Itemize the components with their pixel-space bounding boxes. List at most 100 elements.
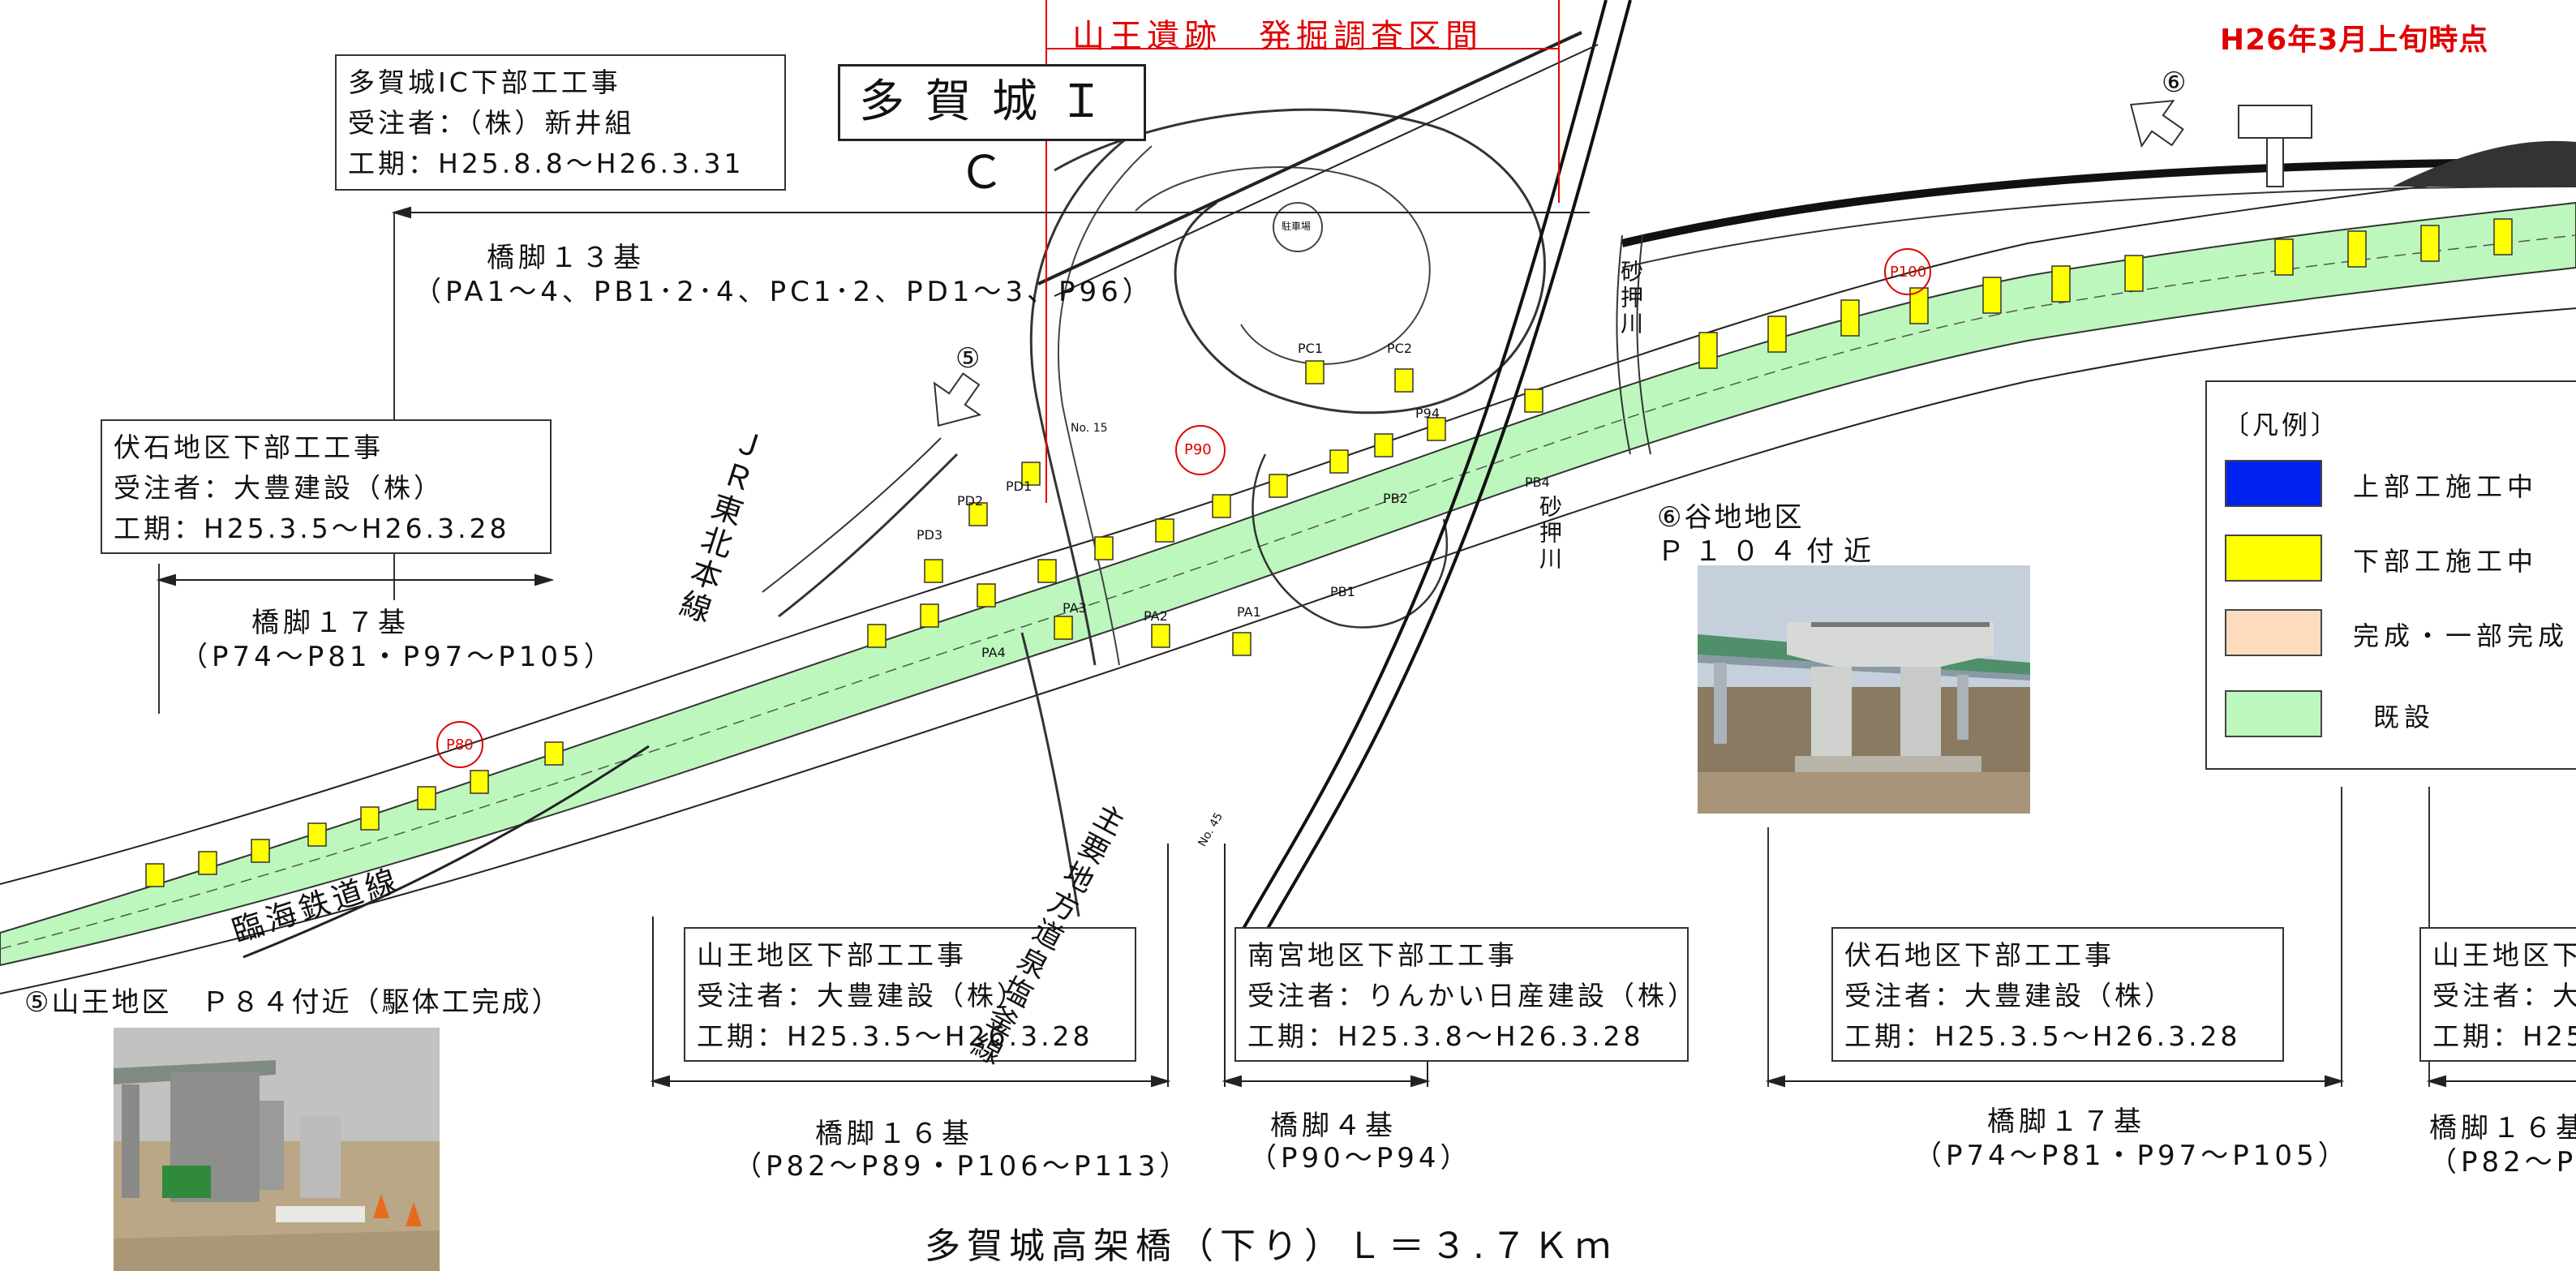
ic-ramp-loop-outer bbox=[1054, 108, 1546, 414]
pier-label-pd3: PD3 bbox=[917, 527, 943, 543]
footer-title: 多賀城高架橋（下り）Ｌ＝３.７Ｋｍ bbox=[925, 1226, 1617, 1267]
dim-arrow bbox=[391, 206, 411, 219]
contract-period: 工期：H25.3.5～H26.3.28 bbox=[697, 1020, 1093, 1052]
contract-period: 工期：H25.3.8～H26.3.28 bbox=[1247, 1020, 1644, 1052]
pier-count-17-top: 橋脚１７基 bbox=[251, 607, 410, 639]
rinkai-track bbox=[243, 745, 650, 959]
pier-count-16: 橋脚１６基 bbox=[815, 1118, 973, 1150]
piers-under-construction bbox=[145, 218, 2513, 887]
pier-marker bbox=[920, 603, 939, 628]
ic-circle bbox=[1273, 202, 1323, 252]
pier-marker bbox=[1909, 287, 1929, 324]
pier-marker bbox=[1212, 494, 1231, 518]
contract-contractor: 受注者：大 bbox=[2432, 980, 2576, 1011]
dim-arrow bbox=[1765, 1075, 1785, 1088]
direction-6-label: ⑥ bbox=[2162, 67, 2191, 99]
pier-label-pc1: PC1 bbox=[1298, 341, 1323, 356]
coastal-road bbox=[1621, 158, 2576, 247]
legend-title: 〔凡例〕 bbox=[2223, 410, 2341, 440]
pier-label-pb4: PB4 bbox=[1525, 474, 1550, 490]
direction-5-label: ⑤ bbox=[955, 342, 985, 375]
dim-arrow bbox=[650, 1075, 670, 1088]
gate-post bbox=[2266, 137, 2284, 187]
pier-marker bbox=[2493, 218, 2513, 255]
p80-circle bbox=[436, 721, 483, 768]
legend-label-superstructure: 上部工施工中 bbox=[2353, 471, 2539, 502]
prefectural-road-track bbox=[1020, 632, 1080, 917]
pier-marker bbox=[360, 806, 380, 831]
pier-marker bbox=[2274, 238, 2294, 276]
pier-marker bbox=[307, 822, 327, 847]
dim-arrow bbox=[2426, 1075, 2446, 1088]
legend-swatch-completed bbox=[2225, 609, 2322, 656]
contract-contractor: 受注者：大豊建設（株） bbox=[697, 980, 1027, 1011]
pier-count-4: 橋脚４基 bbox=[1270, 1110, 1397, 1142]
road-edge-lower bbox=[0, 307, 2576, 994]
pier-marker bbox=[1232, 632, 1252, 656]
pier-marker bbox=[1054, 616, 1073, 640]
pier-label-p94: P94 bbox=[1415, 406, 1440, 421]
pier-marker bbox=[1094, 536, 1114, 560]
contract-period: 工期：H25 bbox=[2432, 1020, 2576, 1052]
jr-line-track-2 bbox=[1239, 0, 1608, 934]
photo-p84-image bbox=[114, 1028, 440, 1271]
photo6-caption-1: ⑥谷地地区 bbox=[1657, 501, 1805, 534]
pier-marker bbox=[1037, 559, 1057, 583]
pier-marker bbox=[1394, 368, 1414, 393]
pier-label-pa4: PA4 bbox=[981, 645, 1006, 660]
gate-ramp bbox=[2393, 140, 2576, 187]
contract-box-minamimiya: 南宮地区下部工工事 受注者：りんかい日産建設（株） 工期：H25.3.8～H26… bbox=[1234, 927, 1698, 1062]
pier-marker bbox=[1155, 518, 1174, 543]
dim-arrow bbox=[535, 573, 555, 586]
pier-marker bbox=[251, 839, 270, 863]
pier-marker bbox=[417, 786, 436, 810]
diagonal-road bbox=[1037, 31, 1582, 286]
pier-marker bbox=[2420, 225, 2440, 262]
river-label-lower: 砂押川 bbox=[1536, 495, 1563, 573]
contract-contractor: 受注者：りんかい日産建設（株） bbox=[1247, 980, 1698, 1011]
pier-list-17-top: （P74～P81・P97～P105） bbox=[180, 641, 616, 673]
legend-label-substructure: 下部工施工中 bbox=[2353, 546, 2539, 577]
dim-arrow bbox=[1221, 1075, 1242, 1088]
pier-label-pb2: PB2 bbox=[1383, 491, 1408, 506]
pier-list-17-bottom: （P74～P81・P97～P105） bbox=[1914, 1140, 2350, 1172]
ic-ramp-south-loop bbox=[1252, 453, 1449, 629]
excavation-label: 山王遺跡 発掘調査区間 bbox=[1072, 18, 1483, 55]
date-note: H26年3月上旬時点 bbox=[2220, 24, 2489, 57]
pier-label-pd1: PD1 bbox=[1006, 479, 1033, 494]
pier-marker bbox=[2051, 265, 2071, 303]
photo5-caption: ⑤山王地区 Ｐ８４付近（駆体工完成） bbox=[24, 986, 562, 1019]
jr-line-track bbox=[1264, 0, 1632, 934]
dim-arrow bbox=[156, 573, 176, 586]
local-road-a bbox=[778, 453, 959, 618]
dim-arrow bbox=[2325, 1075, 2345, 1088]
contract-name: 多賀城IC下部工工事 bbox=[348, 67, 621, 98]
dimension-lines bbox=[156, 206, 2576, 1088]
contract-period: 工期：H25.3.5～H26.3.28 bbox=[114, 513, 510, 544]
pier-list-4: （P90～P94） bbox=[1249, 1142, 1472, 1174]
photo-p104-image bbox=[1698, 565, 2030, 814]
pier-label-p80: P80 bbox=[446, 736, 474, 754]
pier-label-pa2: PA2 bbox=[1144, 608, 1168, 624]
pier-label-pa3: PA3 bbox=[1063, 600, 1087, 616]
photo6-caption-2: Ｐ１０４付近 bbox=[1657, 535, 1881, 568]
river-sunaoshi bbox=[1616, 234, 1631, 455]
road-edge-upper bbox=[0, 165, 2576, 885]
pier-marker bbox=[977, 583, 996, 608]
pier-marker bbox=[1021, 462, 1041, 486]
direction-arrow-6 bbox=[2129, 99, 2184, 148]
pier-marker bbox=[1151, 624, 1170, 648]
legend: 〔凡例〕 上部工施工中 下部工施工中 完成・一部完成 既設 bbox=[2205, 380, 2576, 770]
direction-arrow-5 bbox=[933, 372, 982, 427]
pier-marker bbox=[1698, 332, 1718, 369]
pier-marker bbox=[145, 863, 165, 887]
legend-swatch-substructure bbox=[2225, 535, 2322, 582]
pier-marker bbox=[1427, 417, 1446, 441]
contract-contractor: 受注者：（株）新井組 bbox=[348, 107, 635, 139]
contract-name: 南宮地区下部工工事 bbox=[1247, 939, 1518, 971]
contract-box-sanno-right: 山王地区下 受注者：大 工期：H25 bbox=[2419, 927, 2576, 1062]
pier-count-16-right: 橋脚１６基 bbox=[2429, 1112, 2576, 1144]
pier-marker bbox=[2124, 255, 2144, 292]
river-label-upper: 砂押川 bbox=[1617, 260, 1644, 337]
pier-list-16: （P82～P89・P106～P113） bbox=[734, 1150, 1191, 1183]
